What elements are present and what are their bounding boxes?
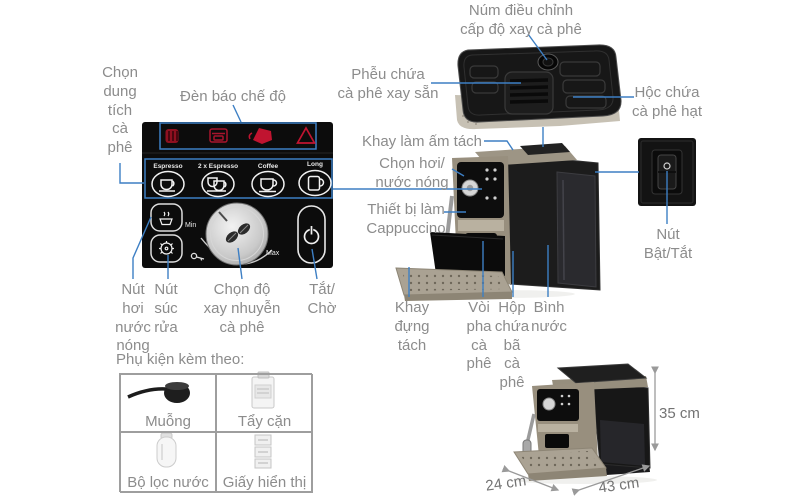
accessories-table: Muỗng Tẩy cặn Bộ lọc nước Giấy hiển thị	[119, 373, 313, 493]
steam-hot-water-label: Chọn hơi/ nước nóng	[375, 155, 449, 191]
steam-button-callout-line	[132, 216, 152, 279]
cup-warming-tray-label: Khay làm ấm tách	[361, 133, 483, 150]
pre-ground-funnel-label: Phễu chứa cà phê xay sẵn	[337, 66, 439, 102]
knob-min-caption: Min	[185, 222, 196, 229]
machine-front-view	[395, 143, 601, 301]
rinse-icon	[159, 241, 174, 255]
drip-tray	[395, 267, 513, 301]
accessory-label: Giấy hiển thị	[222, 474, 307, 491]
steam-selector-callout-line	[451, 168, 465, 177]
espresso-button-caption: Espresso	[153, 163, 182, 170]
pre-ground-indicator-icon	[165, 129, 179, 143]
warning-indicator-icon	[296, 126, 316, 144]
scoop-icon	[127, 382, 190, 403]
water-filter-icon	[156, 432, 177, 468]
accessory-cell-indicator-paper: Giấy hiển thị	[216, 432, 313, 493]
power-icon	[303, 226, 320, 245]
grinder-adjust-knob	[537, 53, 559, 71]
indicator-row-highlight-box	[159, 122, 317, 150]
coffee-button	[251, 170, 285, 198]
rinse-button	[150, 234, 183, 263]
water-tank-indicator-icon	[209, 128, 228, 143]
accessory-label: Muỗng	[145, 413, 191, 430]
indicator-paper-icon	[254, 434, 272, 469]
grind-knob	[190, 202, 273, 266]
cappuccino-device-label: Thiết bị làm Cappuccino	[366, 201, 446, 237]
coffee-button-caption: Coffee	[258, 163, 279, 170]
grind-callout-line	[237, 247, 243, 280]
machine-top-view	[455, 44, 622, 130]
water-tank-label: Bình nước	[531, 299, 567, 335]
standby-label: Tắt/ Chờ	[307, 281, 337, 317]
depth-arrow	[501, 465, 560, 492]
front-control-panel	[457, 162, 504, 218]
grind-key-icon	[190, 252, 205, 261]
grind-label: Chọn độ xay nhuyễn cà phê	[203, 281, 281, 336]
long-button	[298, 169, 332, 197]
height-dimension: 35 cm	[659, 405, 700, 422]
standby-button	[297, 205, 326, 264]
accessory-label: Bộ lọc nước	[127, 474, 209, 491]
knob-max-caption: Max	[266, 250, 280, 257]
accessory-cell-descaler: Tẩy cặn	[216, 374, 313, 432]
cup-tray-label: Khay đựng tách	[394, 299, 430, 354]
accessories-title: Phụ kiện kèm theo:	[116, 351, 245, 368]
steam-button-label: Nút hơi nước nóng	[115, 281, 151, 355]
grinder-knob-label: Núm điều chỉnh cấp độ xay cà phê	[460, 2, 582, 38]
accessory-label: Tẩy cặn	[237, 413, 292, 430]
grounds-container-label: Hộp chứa bã cà phê	[494, 299, 530, 391]
accessory-cell-water-filter: Bộ lọc nước	[120, 432, 216, 493]
callout-lines	[119, 33, 668, 297]
grounds-container	[430, 232, 505, 276]
double-espresso-button	[201, 170, 235, 198]
rinse-button-label: Nút súc rửa	[154, 281, 178, 336]
double-espresso-button-caption: 2 x Espresso	[198, 163, 238, 170]
long-button-caption: Long	[307, 161, 323, 168]
standby-callout-line	[311, 248, 318, 280]
mode-lights-label: Đèn báo chế độ	[180, 88, 286, 105]
machine-perspective-view	[513, 363, 657, 484]
cup-warming-callout-line	[484, 140, 514, 151]
coffee-beans-icon	[225, 223, 251, 243]
grinder-knob-callout-line	[527, 33, 548, 61]
espresso-button	[151, 170, 185, 198]
width-arrow	[571, 464, 651, 496]
volume-callout-line	[119, 163, 144, 184]
water-tank	[556, 171, 597, 288]
drink-buttons-highlight-box	[144, 158, 333, 199]
power-switch-label: Nút Bật/Tắt	[643, 226, 693, 262]
control-panel-graphic: Espresso 2 x Espresso Coffee Long	[142, 122, 333, 268]
mode-lights-callout-line	[232, 104, 242, 123]
volume-label: Chọn dung tích cà phê	[102, 64, 138, 156]
steam-icon	[159, 211, 173, 226]
bean-hopper-label: Hộc chứa cà phê hạt	[631, 84, 703, 120]
coffee-spout-label: Vòi pha cà phê	[466, 299, 492, 373]
accessory-cell-scoop: Muỗng	[120, 374, 216, 432]
descale-indicator-icon	[248, 128, 272, 144]
